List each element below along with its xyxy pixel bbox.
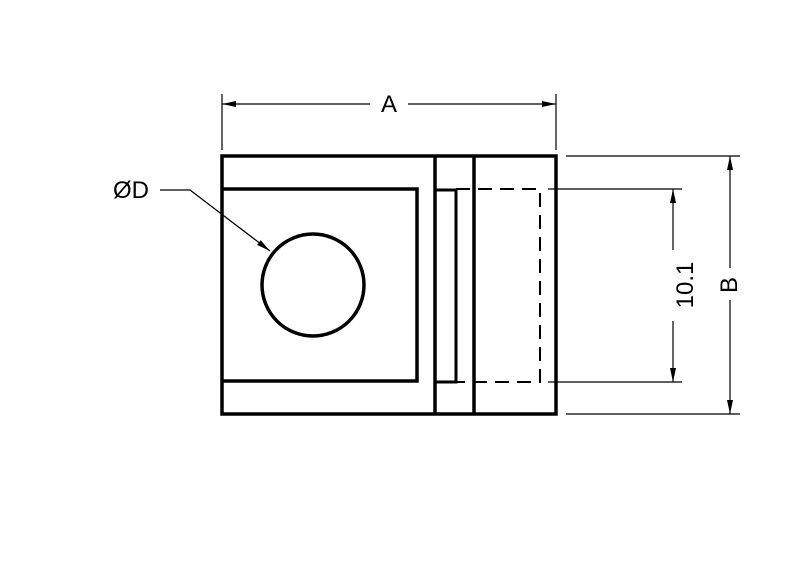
hole-circle	[260, 232, 366, 338]
outer-body	[220, 154, 558, 416]
inner-pocket	[222, 187, 419, 383]
leader-d	[160, 189, 271, 252]
dimension-slot-label: 10.1	[672, 261, 699, 309]
dimension-a-label: A	[381, 91, 398, 118]
dimension-lines	[160, 94, 740, 415]
dimension-d-label: ØD	[113, 177, 149, 204]
slot-inner	[435, 188, 458, 384]
dimension-b-label: B	[716, 277, 743, 294]
hidden-line	[456, 188, 541, 383]
part-outline	[220, 154, 558, 416]
